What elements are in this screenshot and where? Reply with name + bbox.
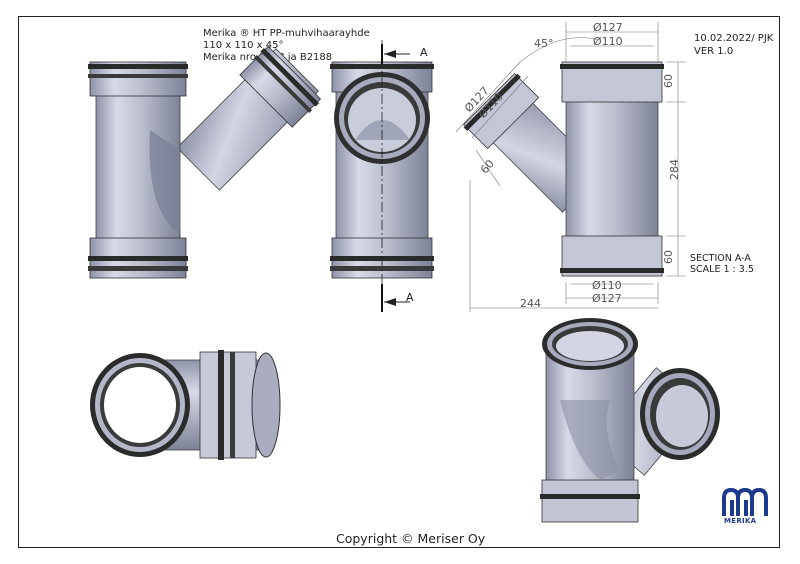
section-view <box>455 22 686 312</box>
section-scale: SCALE 1 : 3.5 <box>690 264 754 275</box>
dim-top-outer: Ø127 <box>593 21 623 34</box>
dim-height: 284 <box>668 159 681 180</box>
product-title: Merika ® HT PP-muhvihaarayhde <box>203 28 370 39</box>
drawing-frame <box>18 16 780 548</box>
merika-logo-icon <box>722 487 768 516</box>
revision-version: VER 1.0 <box>694 46 734 57</box>
isometric-view <box>540 318 720 523</box>
section-marker-top: A <box>420 46 428 59</box>
dim-width: 244 <box>520 297 541 310</box>
dim-bottom-outer: Ø127 <box>592 292 622 305</box>
product-size: 110 x 110 x 45° <box>203 40 284 51</box>
dim-top-inner: Ø110 <box>593 35 623 48</box>
dim-top-socket: 60 <box>662 74 675 88</box>
copyright-notice: Copyright © Meriser Oy <box>336 531 486 546</box>
front-view <box>88 45 322 279</box>
dim-bottom-socket: 60 <box>662 250 675 264</box>
side-view <box>330 40 434 312</box>
dim-bottom-inner: Ø110 <box>592 279 622 292</box>
logo-text: MERIKA <box>724 517 757 525</box>
revision-date: 10.02.2022/ PJK <box>694 33 774 44</box>
section-marker-bottom: A <box>406 291 414 304</box>
top-view <box>90 350 281 460</box>
section-label: SECTION A-A <box>690 253 751 264</box>
dim-angle: 45° <box>534 37 554 50</box>
